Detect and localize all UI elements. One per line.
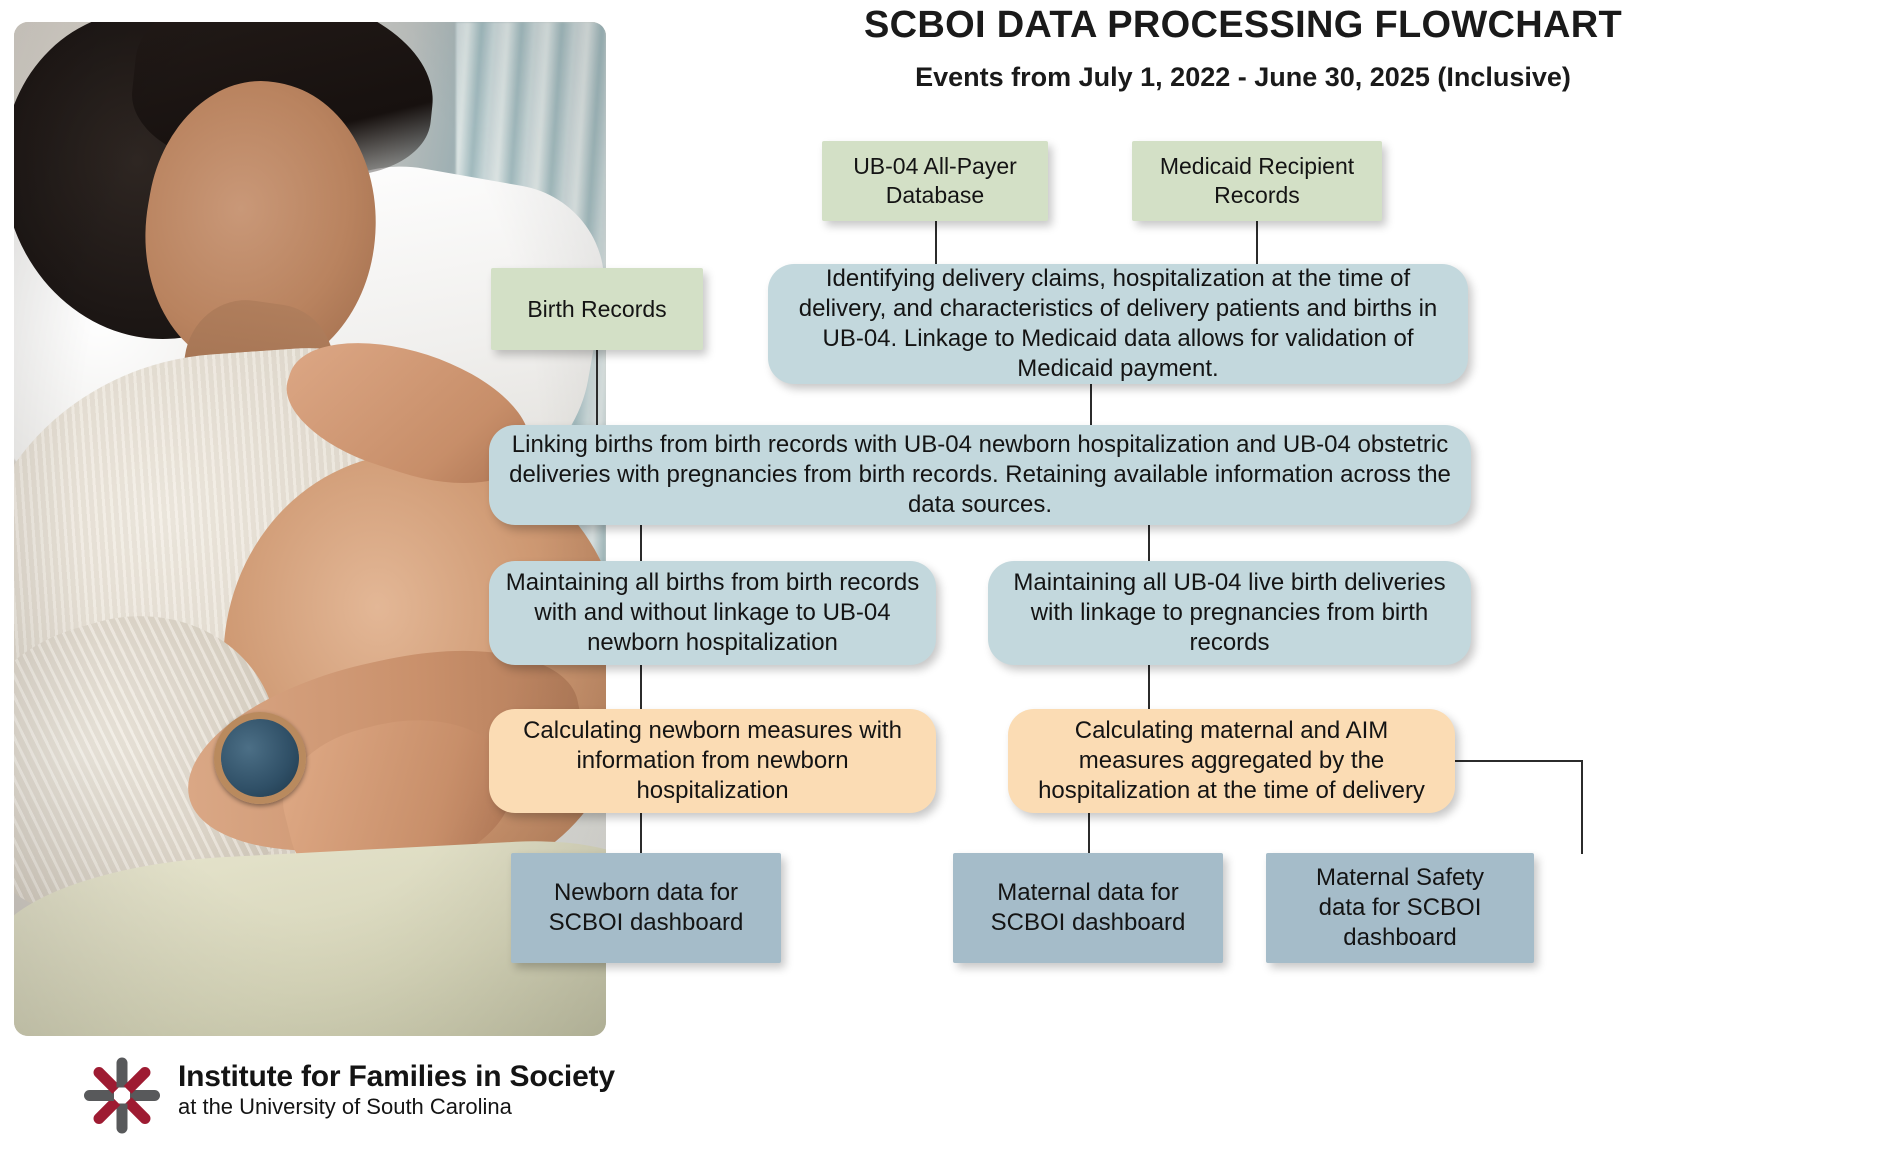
- connector-calc-maternal-to-safety-horizontal: [1455, 760, 1583, 762]
- ifs-logo-line1: Institute for Families in Society: [178, 1060, 615, 1094]
- connector-calc-maternal-to-output: [1088, 811, 1090, 853]
- node-label: Maintaining all UB-04 live birth deliver…: [1013, 569, 1446, 656]
- node-calculating-newborn-measures[interactable]: Calculating newborn measures with inform…: [489, 709, 936, 813]
- connector-maintain-births-to-calc-newborn: [640, 663, 642, 711]
- node-label: Calculating newborn measures with inform…: [523, 717, 902, 804]
- node-maintaining-all-ub04-deliveries[interactable]: Maintaining all UB-04 live birth deliver…: [988, 561, 1471, 665]
- node-label: Identifying delivery claims, hospitaliza…: [798, 265, 1438, 382]
- node-birth-records[interactable]: Birth Records: [491, 268, 703, 350]
- ifs-logo-line2: at the University of South Carolina: [178, 1094, 512, 1120]
- connector-maintain-ub04-to-calc-maternal: [1148, 663, 1150, 711]
- ifs-logo-text: Institute for Families in Society at the…: [178, 1061, 615, 1118]
- connector-linking-to-maintain-births: [640, 523, 642, 562]
- connector-ub04-to-identify: [935, 220, 937, 266]
- connector-calc-maternal-to-safety-vertical: [1581, 760, 1583, 854]
- connector-linking-to-maintain-ub04: [1148, 523, 1150, 562]
- node-identifying-delivery-claims[interactable]: Identifying delivery claims, hospitaliza…: [768, 264, 1468, 384]
- node-label: Maintaining all births from birth record…: [505, 569, 920, 656]
- node-label: Linking births from birth records with U…: [509, 431, 1451, 518]
- connector-calc-newborn-to-output: [640, 811, 642, 853]
- node-label: Calculating maternal and AIM measures ag…: [1038, 717, 1425, 804]
- node-maintaining-all-births[interactable]: Maintaining all births from birth record…: [489, 561, 936, 665]
- ifs-logo-swirl-icon: [84, 1056, 164, 1134]
- page-title: SCBOI DATA PROCESSING FLOWCHART: [863, 4, 1623, 46]
- hero-photo: [14, 22, 606, 1036]
- node-calculating-maternal-aim-measures[interactable]: Calculating maternal and AIM measures ag…: [1008, 709, 1455, 813]
- page-subtitle: Events from July 1, 2022 - June 30, 2025…: [915, 62, 1571, 92]
- connector-birth-to-linking: [596, 348, 598, 427]
- node-linking-births[interactable]: Linking births from birth records with U…: [489, 425, 1471, 525]
- photo-vignette: [14, 22, 606, 1036]
- node-label: Birth Records: [527, 295, 667, 322]
- ifs-logo: Institute for Families in Society at the…: [84, 1056, 615, 1134]
- connector-identify-to-linking: [1090, 384, 1092, 427]
- connector-medicaid-to-identify: [1256, 220, 1258, 266]
